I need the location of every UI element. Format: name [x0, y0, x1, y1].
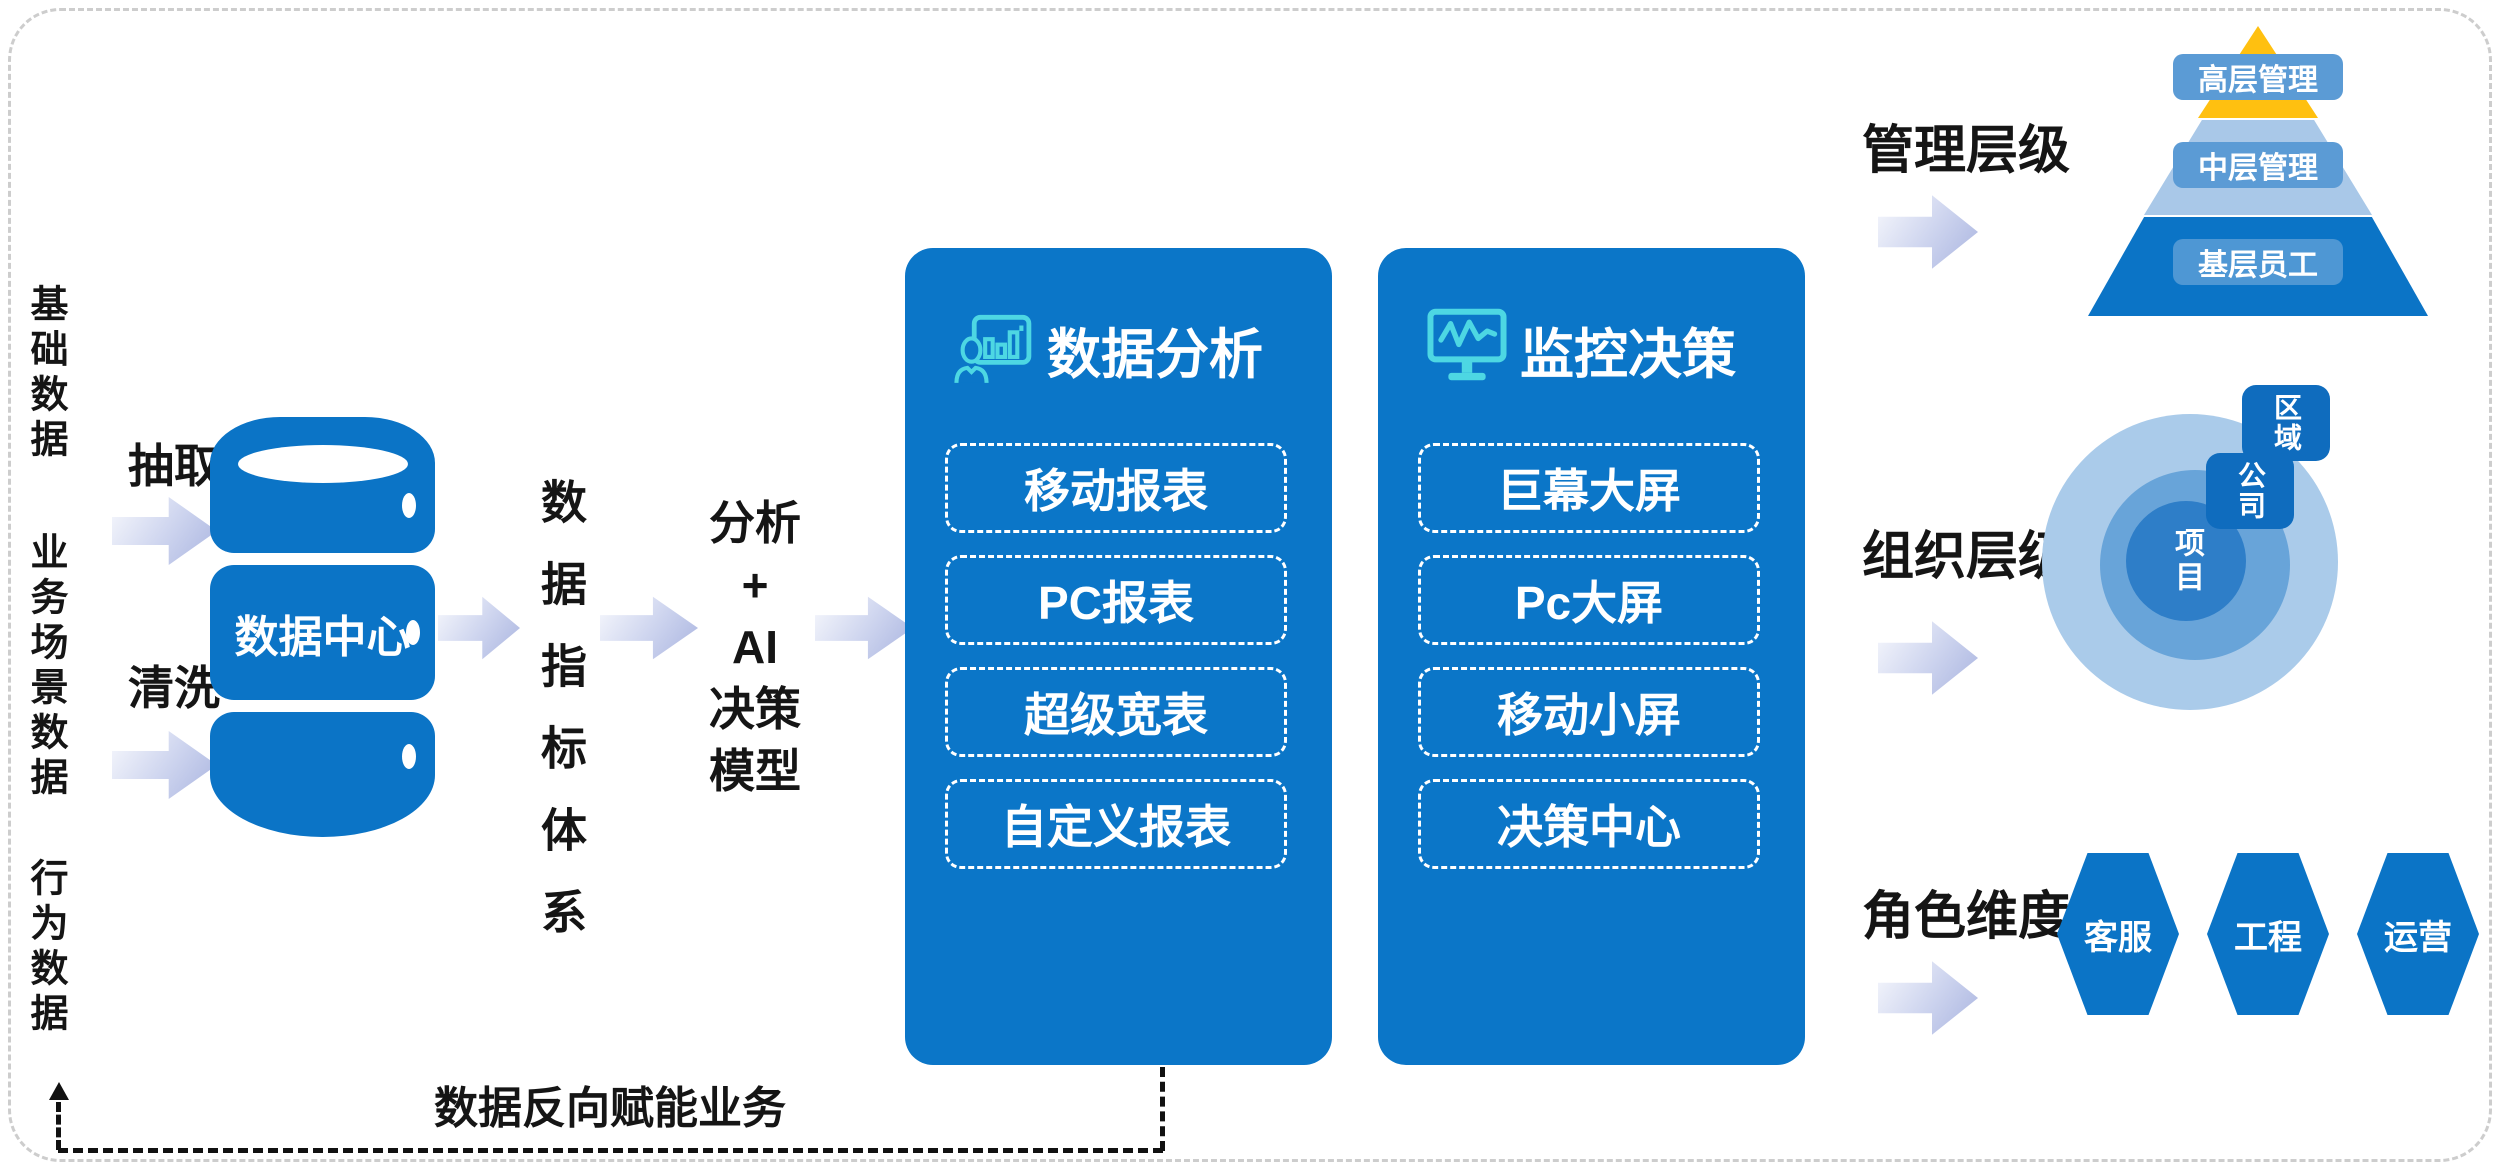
data-center-label: 数据中心 [234, 612, 411, 662]
ai-model-line: 分析 [709, 497, 801, 549]
roles-section-label: 角色维度 [1862, 888, 2071, 946]
source-label-business-data: 业务场景数据 [24, 532, 66, 802]
clean-label: 清洗 [128, 662, 220, 714]
organization-section-label: 组织层级 [1862, 528, 2071, 586]
database-dot [406, 620, 420, 645]
ai-model-column: 分析 + AI 决策 模型 [690, 492, 820, 802]
pyramid-level-label: 中层管理 [2173, 142, 2343, 188]
ai-model-line: 决策 [709, 683, 801, 735]
database-top-opening [238, 445, 408, 483]
panel-item: Pc大屏 [1418, 555, 1760, 645]
source-label-base-data: 基础数据 [24, 284, 66, 464]
panel-data-analysis: 数据分析 移动报表 PC报表 超级宽表 自定义报表 [905, 248, 1332, 1065]
org-label-region: 区域 [2242, 385, 2330, 461]
database-segment-middle: 数据中心 [210, 565, 435, 700]
feedback-line-vertical [1160, 1067, 1165, 1151]
source-label-behavior-data: 行为数据 [24, 858, 66, 1038]
panel-monitor-decision: 监控决策 巨幕大屏 Pc大屏 移动小屏 决策中心 [1378, 248, 1805, 1065]
management-section-label: 管理层级 [1862, 122, 2071, 180]
panel-item: 超级宽表 [945, 667, 1287, 757]
ai-model-line: + [741, 559, 769, 611]
database-dot [402, 493, 416, 518]
feedback-label: 数据反向赋能业务 [434, 1084, 786, 1133]
panel-item: 自定义报表 [945, 779, 1287, 869]
hexagon-role-label: 工程 [2234, 918, 2302, 957]
database-dot [402, 744, 416, 769]
metric-system-column: 数据指标体系 [535, 478, 587, 970]
feedback-arrowhead-icon [49, 1082, 69, 1100]
pyramid-level-label: 基层员工 [2173, 239, 2343, 285]
database-segment-bottom [210, 712, 435, 837]
panel-item: PC报表 [945, 555, 1287, 645]
hexagon-role-label: 运营 [2384, 918, 2452, 957]
monitor-wave-icon [1427, 308, 1507, 381]
extract-label: 抽取 [128, 440, 220, 492]
panel-item: 决策中心 [1418, 779, 1760, 869]
panel-item: 移动小屏 [1418, 667, 1760, 757]
feedback-line-return [56, 1102, 61, 1150]
data-center-database: 数据中心 [210, 417, 435, 837]
org-label-region-text: 区域 [2271, 393, 2302, 453]
org-label-company: 公司 [2206, 453, 2294, 529]
management-pyramid: 高层管理 中层管理 基层员工 [2088, 26, 2428, 318]
panel-item: 巨幕大屏 [1418, 443, 1760, 533]
panel-item: 移动报表 [945, 443, 1287, 533]
pyramid-level-label: 高层管理 [2173, 54, 2343, 100]
hexagon-role-label: 客服 [2084, 918, 2152, 957]
ai-model-line: AI [732, 621, 778, 673]
org-label-company-text: 公司 [2235, 461, 2266, 521]
panel-title: 监控决策 [1520, 325, 1736, 385]
ring-project-label: 项目 [2170, 527, 2203, 595]
feedback-line-horizontal [58, 1148, 1163, 1153]
database-segment-top [210, 417, 435, 553]
dashed-frame-border [8, 8, 2492, 1162]
chart-presentation-icon [954, 314, 1032, 383]
ai-model-line: 模型 [709, 745, 801, 797]
panel-title: 数据分析 [1047, 325, 1263, 385]
